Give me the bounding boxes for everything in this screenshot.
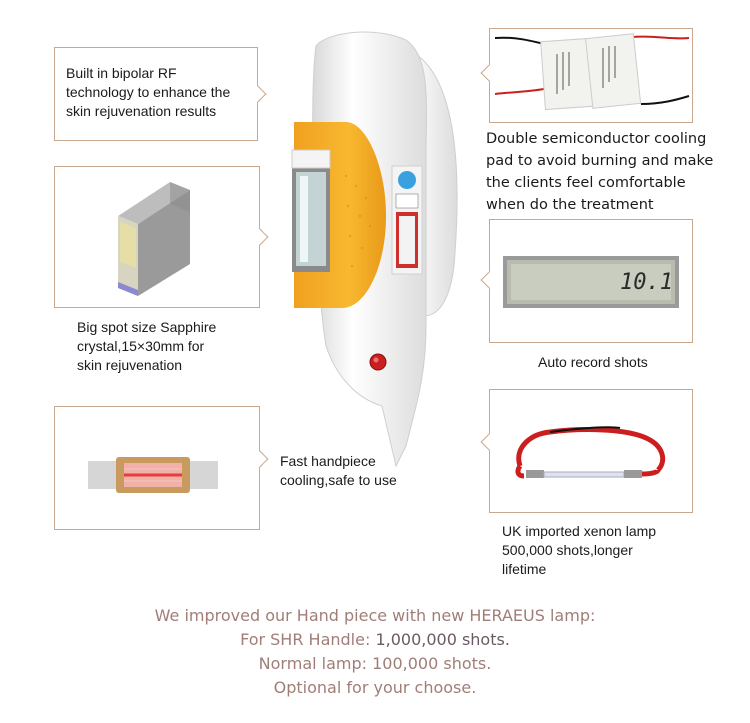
rf-callout-box bbox=[54, 47, 258, 141]
cooling-pad-text: Double semiconductor cooling pad to avoi… bbox=[486, 131, 714, 213]
handpiece-image bbox=[291, 31, 458, 468]
fast-cooling-text: Fast handpiece cooling,safe to use bbox=[280, 453, 397, 488]
xenon-lamp-image-box bbox=[489, 389, 693, 513]
sapphire-callout-text: Big spot size Sapphire crystal,15×30mm f… bbox=[77, 319, 217, 373]
auto-record-text: Auto record shots bbox=[538, 354, 648, 370]
rf-callout-text: Built in bipolar RF technology to enhanc… bbox=[66, 65, 231, 119]
footer-line-2: For SHR Handle: 1,000,000 shots. bbox=[0, 628, 750, 652]
xenon-lamp-text: UK imported xenon lamp 500,000 shots,lon… bbox=[502, 523, 657, 577]
counter-display-reading: 10.1 bbox=[620, 270, 673, 295]
footer-line-1: We improved our Hand piece with new HERA… bbox=[154, 606, 596, 625]
cooling-pad-image bbox=[494, 33, 690, 111]
footer-notes: We improved our Hand piece with new HERA… bbox=[0, 604, 750, 700]
footer-line-4: Optional for your choose. bbox=[273, 678, 477, 697]
sapphire-crystal-image bbox=[118, 182, 190, 296]
footer-line-2-prefix: For SHR Handle: bbox=[240, 630, 376, 649]
lamp-holder-image bbox=[88, 457, 218, 493]
footer-line-3: Normal lamp: 100,000 shots. bbox=[258, 654, 492, 673]
footer-line-2-value: 1,000,000 shots. bbox=[375, 630, 510, 649]
counter-display-image bbox=[503, 256, 679, 308]
xenon-lamp-image bbox=[515, 426, 666, 479]
